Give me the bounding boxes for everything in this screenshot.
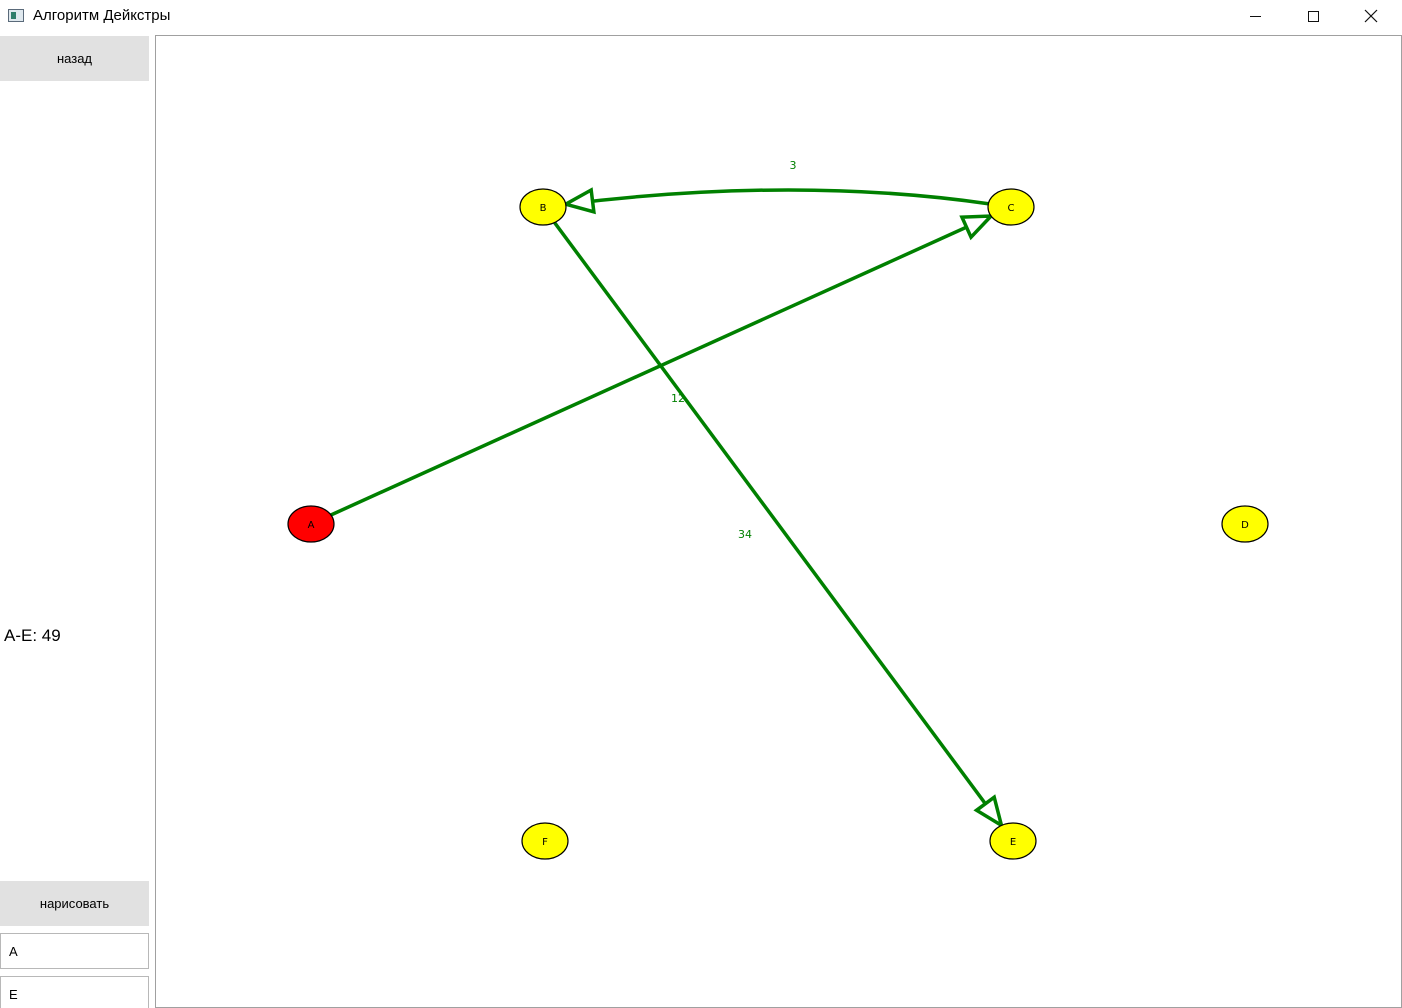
close-icon (1364, 9, 1378, 23)
start-node-input[interactable]: A (0, 933, 149, 969)
node-circle (519, 188, 567, 226)
edge-C-B[interactable]: 3 (561, 159, 989, 215)
edge-line (565, 188, 989, 206)
node-label: D (1241, 520, 1249, 531)
graph-node-f[interactable]: F (521, 822, 569, 860)
node-circle (1221, 505, 1269, 543)
graph-node-a[interactable]: A (287, 505, 335, 543)
draw-button[interactable]: нарисовать (0, 881, 149, 926)
end-node-input[interactable]: E (0, 976, 149, 1008)
close-button[interactable] (1342, 0, 1400, 32)
graph-node-c[interactable]: C (987, 188, 1035, 226)
node-circle (987, 188, 1035, 226)
arrow-head-icon (561, 187, 596, 215)
minimize-icon (1249, 15, 1261, 17)
edge-weight-label: 34 (738, 528, 752, 541)
node-label: C (1008, 203, 1015, 214)
maximize-icon (1307, 10, 1319, 22)
arrow-head-icon (959, 214, 996, 241)
graph-node-b[interactable]: B (519, 188, 567, 226)
node-label: A (308, 520, 315, 531)
node-circle (989, 822, 1037, 860)
arrow-head-icon (973, 794, 1005, 830)
node-circle (521, 822, 569, 860)
node-label: F (542, 837, 548, 848)
edge-line (553, 221, 1003, 827)
back-button[interactable]: назад (0, 36, 149, 81)
node-label: E (1010, 837, 1016, 848)
graph-node-e[interactable]: E (989, 822, 1037, 860)
nodes-layer: A B C D E F (287, 188, 1269, 860)
window-title: Алгоритм Дейкстры (33, 7, 171, 24)
title-bar[interactable]: Алгоритм Дейкстры (0, 0, 1402, 34)
node-circle (287, 505, 335, 543)
control-panel: назад A-E: 49 нарисовать A E (0, 34, 152, 1008)
shortest-path-result: A-E: 49 (4, 626, 61, 645)
node-label: B (540, 203, 547, 214)
app-icon (8, 9, 24, 22)
edge-weight-label: 3 (790, 159, 797, 172)
minimize-button[interactable] (1226, 0, 1284, 32)
maximize-button[interactable] (1284, 0, 1342, 32)
graph-node-d[interactable]: D (1221, 505, 1269, 543)
edge-B-E[interactable]: 34 (553, 221, 1005, 830)
